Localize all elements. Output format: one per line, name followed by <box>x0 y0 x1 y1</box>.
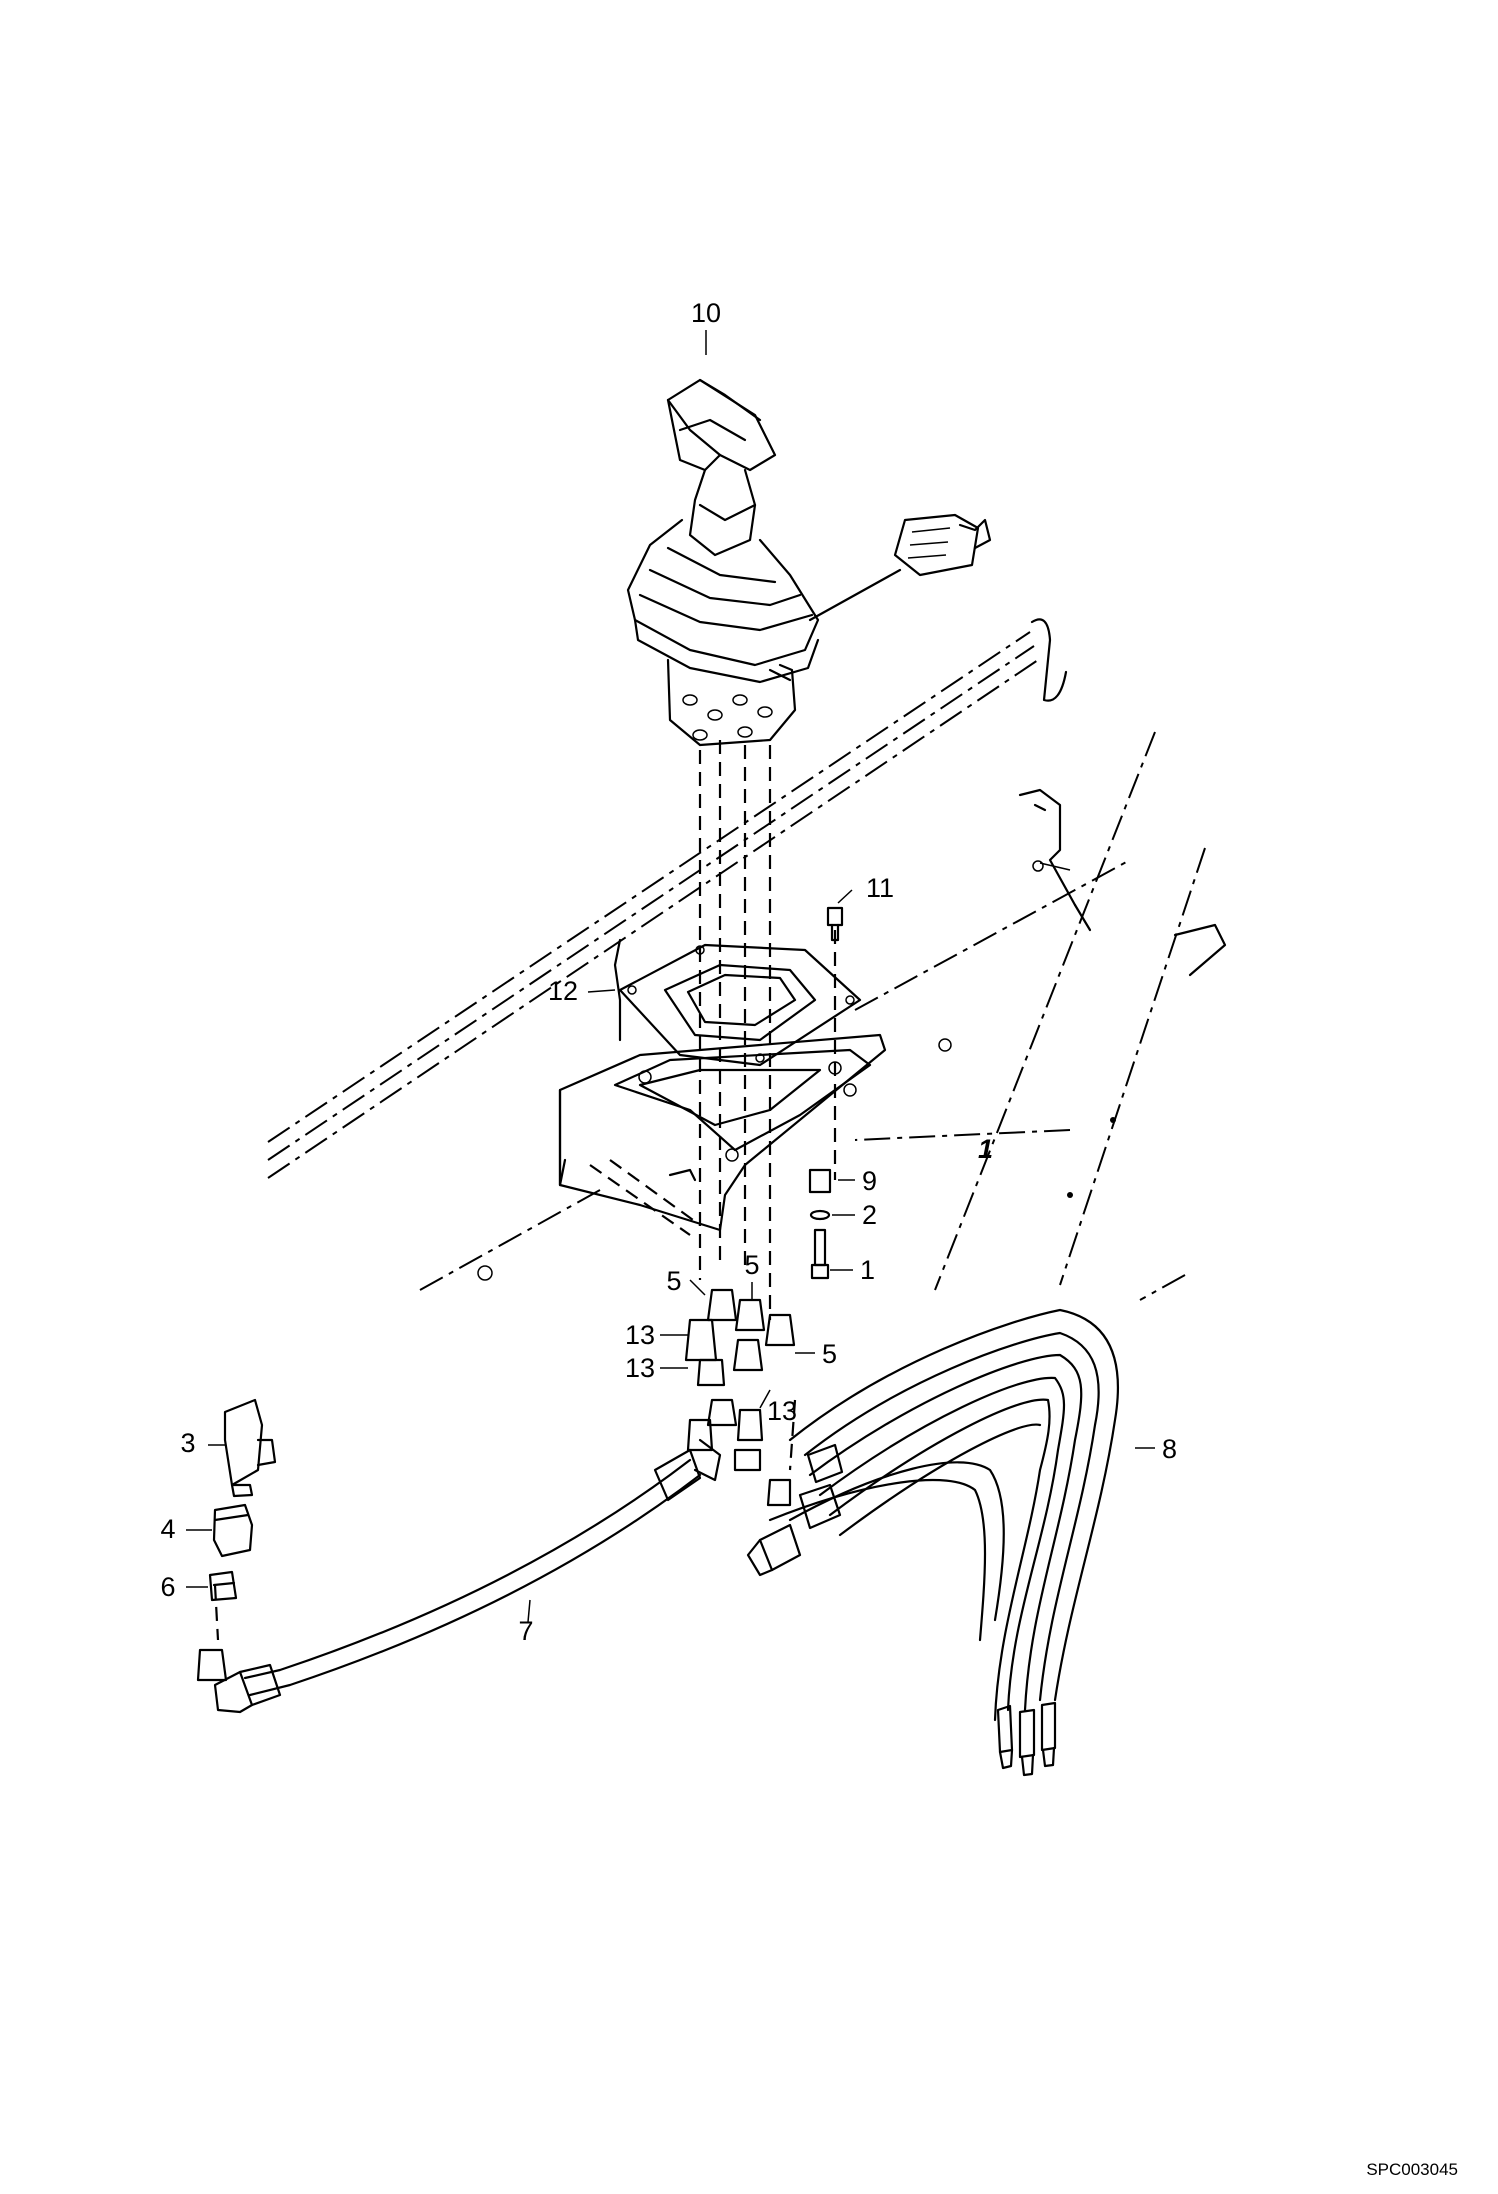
hose-7 <box>196 1438 722 1714</box>
adapter-6 <box>208 1570 238 1602</box>
leader-lines <box>186 330 1155 1623</box>
callout-8: 8 <box>1162 1434 1177 1464</box>
callout-5a: 5 <box>666 1266 681 1296</box>
callout-11: 11 <box>866 873 894 903</box>
nut-4 <box>212 1503 254 1558</box>
joystick-assembly <box>626 378 992 747</box>
drawing-number: SPC003045 <box>1366 2160 1458 2179</box>
callout-5b: 5 <box>744 1250 759 1280</box>
tee-fitting-3 <box>223 1398 277 1498</box>
callout-3: 3 <box>180 1428 195 1458</box>
callout-13a: 13 <box>625 1320 655 1350</box>
callout-12: 12 <box>548 976 578 1006</box>
alignment-lines <box>213 740 1131 1641</box>
gasket-plate <box>618 943 862 1067</box>
callout-7: 7 <box>518 1616 533 1646</box>
callout-labels: 10 11 12 9 2 1 5 5 5 13 13 13 8 3 4 6 7 … <box>160 298 1177 1646</box>
callout-13c: 13 <box>767 1396 797 1426</box>
callout-9: 9 <box>862 1166 877 1196</box>
callout-6: 6 <box>160 1572 175 1602</box>
callout-4: 4 <box>160 1514 175 1544</box>
callout-13b: 13 <box>625 1353 655 1383</box>
hose-bundle-8 <box>746 1308 1119 1777</box>
fasteners-9-2-1 <box>808 1168 832 1280</box>
callout-10: 10 <box>691 298 721 328</box>
section-mark: 1 <box>978 1134 993 1164</box>
callout-2: 2 <box>862 1200 877 1230</box>
callout-5c: 5 <box>822 1339 837 1369</box>
callout-1: 1 <box>860 1255 875 1285</box>
screw-11 <box>826 906 844 942</box>
panel-edge-lines <box>267 618 1227 1301</box>
side-bracket <box>1018 788 1092 932</box>
mounting-bracket <box>558 938 887 1232</box>
